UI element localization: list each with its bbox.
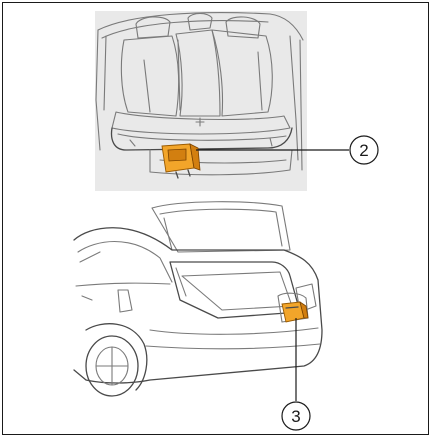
callout-2-circle — [349, 135, 379, 165]
car-trunk-illustration — [73, 201, 323, 397]
component-under-rear-seat — [161, 143, 201, 179]
callout-3-circle — [281, 401, 311, 431]
figure-frame — [2, 2, 429, 435]
callout-2-number: 2 — [359, 141, 368, 160]
callout-2: 2 — [196, 135, 379, 165]
callout-3: 3 — [281, 318, 311, 431]
callout-3-number: 3 — [291, 407, 300, 426]
component-in-trunk — [277, 292, 309, 323]
rear-seat-illustration — [95, 12, 304, 179]
